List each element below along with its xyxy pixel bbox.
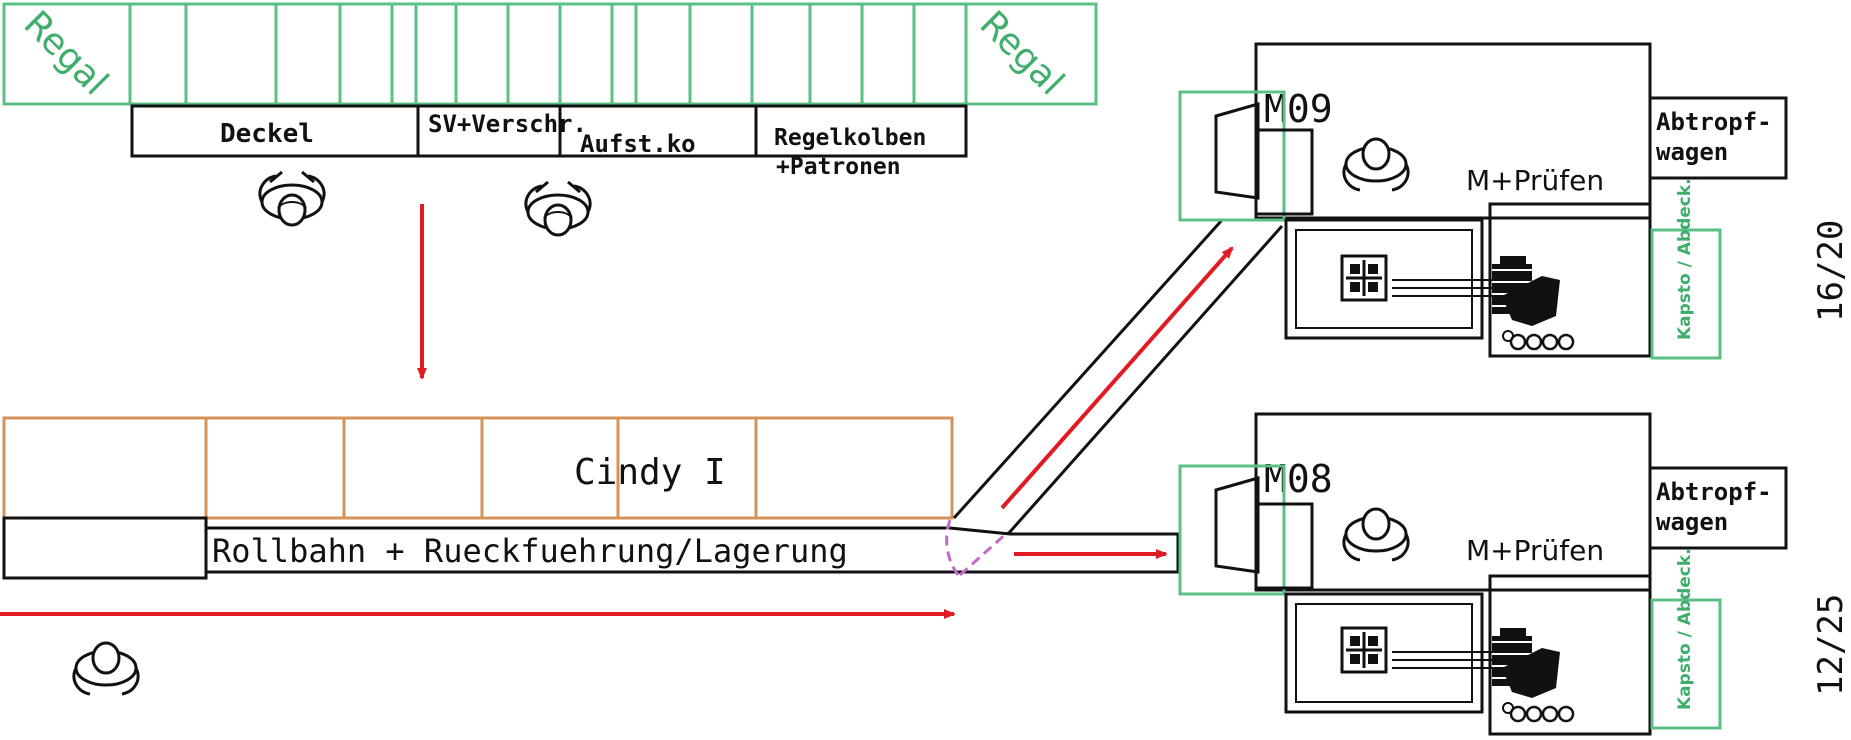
- station-m09: Abtropf- wagen M09 M+Prüfen Kapsto / Abd…: [1178, 42, 1851, 360]
- cart-label-line2: wagen: [1656, 138, 1728, 166]
- operator-icon: [1342, 507, 1410, 562]
- side-box-label: Kapsto / Abdeck.: [1675, 548, 1695, 710]
- transfer-curve: [945, 519, 1010, 577]
- machine-icon: [1340, 626, 1575, 723]
- station-id: M08: [1264, 457, 1333, 501]
- operator-icon: [1342, 137, 1410, 192]
- bin-label-aufst-ko: Aufst.ko: [580, 130, 696, 158]
- rollbahn-label: Rollbahn + Rueckfuehrung/Lagerung: [212, 532, 848, 570]
- bin-label-regelkolben: Regelkolben: [774, 125, 926, 151]
- bin-label-deckel: Deckel: [220, 119, 314, 149]
- station-ratio: 16/20: [1811, 220, 1851, 322]
- station-m08: Abtropf- wagen M08 M+Prüfen Kapsto / Abd…: [1178, 412, 1851, 736]
- operator-icon: [258, 170, 326, 227]
- conveyor-label: Cindy I: [574, 452, 726, 493]
- cart-label-line1: Abtropf-: [1656, 108, 1772, 136]
- cart-label-line1: Abtropf-: [1656, 478, 1772, 506]
- shelf-label-right: Regal: [972, 3, 1072, 103]
- rollbahn: Rollbahn + Rueckfuehrung/Lagerung: [2, 516, 1180, 580]
- chute-diagonal: [952, 218, 1284, 535]
- flow-arrow-icon: [1000, 246, 1234, 510]
- shelf-regal: Regal Regal: [2, 2, 1098, 106]
- machine-icon: [1340, 254, 1575, 351]
- side-box-label: Kapsto / Abdeck.: [1675, 178, 1695, 340]
- station-id: M09: [1264, 87, 1333, 131]
- station-task: M+Prüfen: [1466, 534, 1604, 567]
- shelf-label-left: Regal: [16, 3, 116, 103]
- bin-label-patronen: +Patronen: [776, 154, 901, 180]
- operator-icon: [524, 180, 592, 237]
- station-ratio: 12/25: [1811, 594, 1851, 696]
- cart-label-line2: wagen: [1656, 508, 1728, 536]
- parts-bins: Deckel SV+Verschr. Aufst.ko Regelkolben …: [130, 104, 968, 180]
- station-task: M+Prüfen: [1466, 164, 1604, 197]
- conveyor-cindy: Cindy I: [2, 416, 954, 520]
- operator-icon: [72, 641, 140, 696]
- bin-label-sv-verschr: SV+Verschr.: [428, 110, 587, 138]
